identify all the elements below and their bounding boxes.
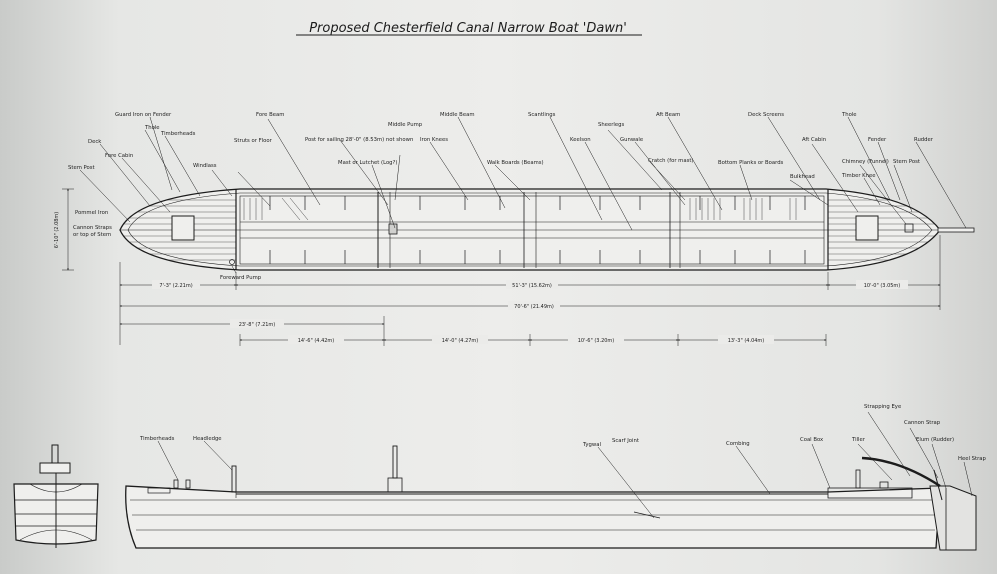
label-thole-aft: Thole [841, 112, 857, 118]
label-middle-beam: Middle Beam [440, 112, 474, 118]
label-walk-boards: Walk Boards (Beams) [487, 160, 544, 166]
elevation-hull [125, 485, 941, 549]
mast-elevation [387, 477, 403, 493]
label-aft-beam: Aft Beam [656, 112, 680, 118]
label-struts: Struts or Floor [234, 138, 273, 144]
label-stern-post: Stern Post [893, 159, 920, 165]
label-elev-timberheads: Timberheads [139, 436, 175, 442]
label-timberheads: Timberheads [160, 131, 196, 137]
label-cannon-straps: Cannon Straps [73, 225, 112, 231]
aft-cabin-elevation [827, 487, 913, 499]
label-bottom-planks: Bottom Planks or Boards [718, 160, 784, 166]
label-chimney: Chimney (Funnel) [842, 159, 889, 165]
label-aft-cabin: Aft Cabin [802, 137, 826, 143]
label-bulkhead: Bulkhead [790, 174, 815, 180]
label-scantlings: Scantlings [528, 112, 556, 118]
label-scarf-joint: Scarf Joint [612, 438, 639, 444]
label-pommel-iron: Pommel Iron [75, 210, 108, 216]
dim-hold-4: 13'-3" (4.04m) [728, 338, 765, 344]
iron-knees [269, 196, 806, 264]
rudder-plan [937, 227, 975, 233]
drawing-title: Proposed Chesterfield Canal Narrow Boat … [309, 21, 627, 36]
plan-view [62, 116, 975, 274]
dim-beam: 6'-10" (2.08m) [54, 212, 60, 249]
label-cratch: Cratch (for mast) [648, 158, 694, 164]
label-timber-knee: Timber Knee [841, 173, 876, 179]
dim-middle: 51'-3" (15.62m) [512, 283, 552, 289]
dim-hold-1: 14'-6" (4.42m) [298, 338, 335, 344]
label-deck-screens: Deck Screens [748, 112, 784, 118]
label-thole: Thole [144, 125, 160, 131]
label-gunwale: Gunwale [620, 137, 643, 143]
dim-fore: 7'-3" (2.21m) [159, 283, 192, 289]
dim-hold-2: 14'-0" (4.27m) [442, 338, 479, 344]
elevation-labels: Timberheads Headledge Tygwal Scarf Joint… [139, 404, 987, 462]
label-middle-pump: Middle Pump [388, 122, 423, 128]
elevation-leader-lines [157, 411, 973, 519]
label-fore-cabin: Fore Cabin [105, 153, 133, 159]
label-stem-post: Stem Post [68, 165, 95, 171]
dim-to-mast: 23'-8" (7.21m) [239, 322, 276, 328]
label-heel-strap: Heel Strap [958, 456, 987, 462]
label-fore-beam: Fore Beam [256, 112, 284, 118]
label-deck: Deck [88, 139, 102, 145]
fore-struts [243, 197, 797, 221]
dim-overall: 70'-6" (21.49m) [514, 304, 554, 310]
label-combing: Combing [726, 441, 750, 447]
plan-labels: Guard Iron on Fender Thole Timberheads D… [54, 112, 934, 281]
hold-outline [239, 195, 825, 265]
label-headledge: Headledge [193, 436, 222, 442]
label-elum: Elum (Rudder) [916, 437, 954, 443]
label-coal-box: Coal Box [800, 437, 823, 443]
aft-cabin-hatch [855, 215, 879, 241]
label-top-of-stem: or top of Stem [73, 232, 111, 238]
label-tiller: Tiller [851, 437, 866, 443]
label-fender: Fender [868, 137, 887, 143]
label-foreward-pump: Foreward Pump [220, 275, 262, 281]
dim-hold-3: 10'-6" (3.20m) [578, 338, 615, 344]
label-mast-footing: Post for sailing 28'-0" (8.53m) not show… [305, 137, 413, 143]
label-windlass: Windlass [193, 163, 217, 169]
end-section-view [13, 444, 99, 548]
tiller [861, 456, 941, 488]
chimney-plan [904, 223, 914, 233]
fore-cabin-hatch [171, 215, 195, 241]
plan-leader-lines [79, 116, 967, 274]
plan-hull-outline [119, 188, 941, 271]
label-keelson: Keelson [570, 137, 591, 143]
label-cannon-strap: Cannon Strap [904, 420, 941, 426]
label-guard-iron: Guard Iron on Fender [115, 112, 172, 118]
rudder-elevation [929, 485, 977, 551]
label-sheerlegs: Sheerlegs [598, 122, 625, 128]
dim-aft: 10'-0" (3.05m) [864, 283, 901, 289]
label-iron-knees: Iron Knees [420, 137, 448, 143]
label-mast-lutchet: Mast or Lutchet (Log?) [338, 160, 397, 166]
label-tygwal: Tygwal [582, 442, 601, 448]
label-rudder: Rudder [914, 137, 934, 143]
dimension-labels: 7'-3" (2.21m) 51'-3" (15.62m) 10'-0" (3.… [152, 280, 908, 344]
elevation-view [125, 411, 977, 551]
mast-plan [388, 223, 398, 235]
label-strapping-eye: Strapping Eye [864, 404, 901, 410]
fore-pump-plan [229, 259, 235, 265]
